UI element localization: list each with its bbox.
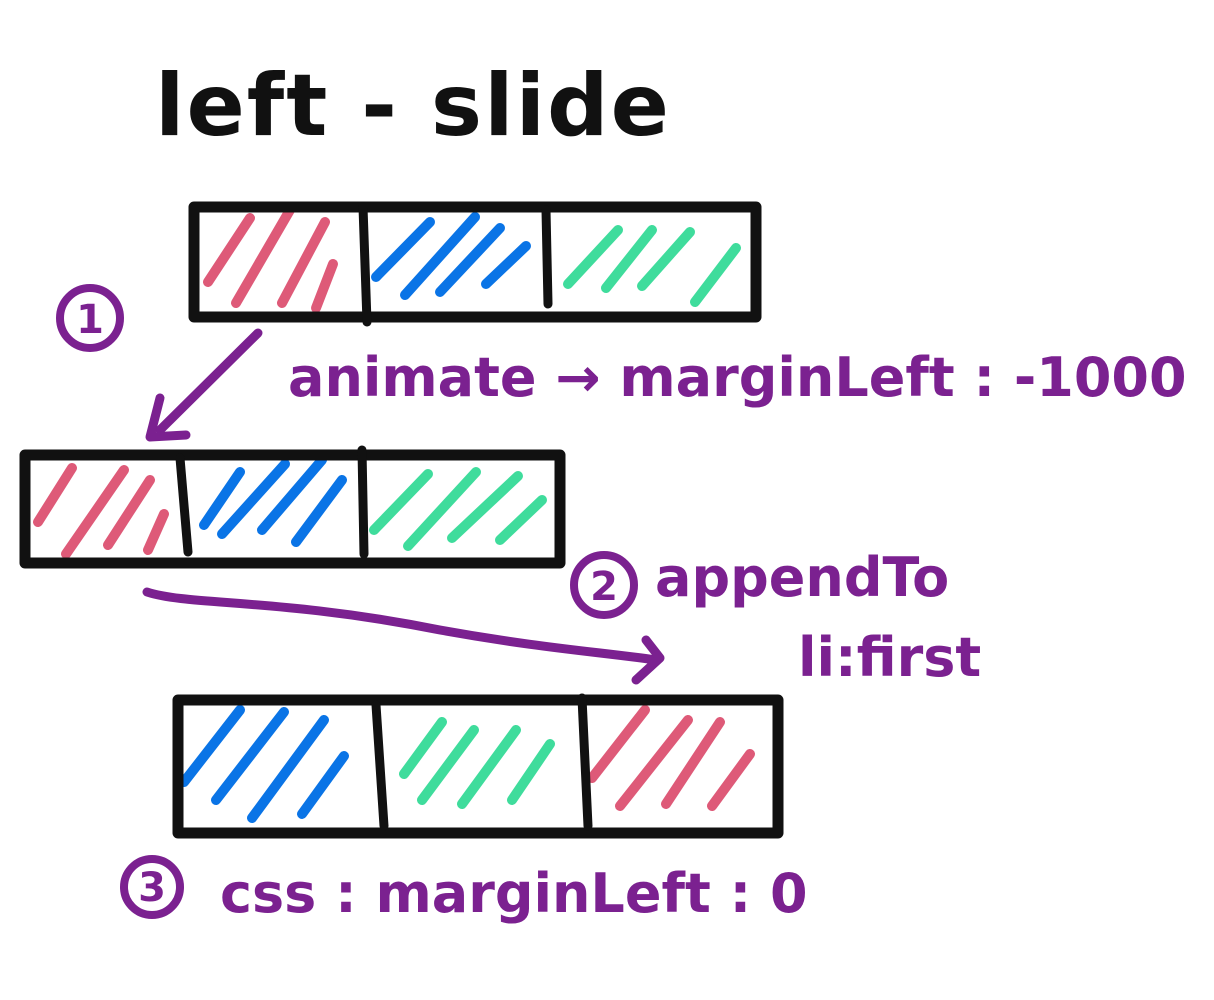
strip-initial-slide-2-blue — [371, 212, 531, 300]
strip-reordered-slide-2-green — [399, 717, 555, 809]
strip-shifted — [19, 445, 566, 569]
strip-initial — [188, 201, 762, 327]
strip-initial-frame — [188, 201, 762, 323]
step-3-badge-number: 3 — [138, 865, 166, 911]
step-2-label-line-2: li:first — [798, 626, 981, 689]
diagram-title: left - slide — [155, 56, 671, 156]
strip-reordered-slide-3-red — [587, 705, 755, 811]
strip-shifted-slide-1-red — [33, 463, 169, 559]
step-1-label: animate → marginLeft : -1000 — [288, 346, 1187, 409]
strip-initial-divider-1 — [358, 202, 372, 327]
strip-shifted-divider-2 — [357, 445, 369, 559]
step-2-badge-number: 2 — [590, 564, 618, 610]
strip-initial-divider-2 — [541, 205, 553, 309]
strip-shifted-slide-2-blue — [199, 455, 347, 547]
strip-initial-slide-3-green — [563, 225, 741, 307]
strip-reordered-divider-2 — [577, 693, 593, 831]
step-1-badge: 1 — [56, 284, 124, 352]
strip-reordered-divider-1 — [371, 700, 389, 831]
step-3-label: css : marginLeft : 0 — [220, 862, 808, 925]
step-1-arrow — [145, 328, 263, 442]
step-3-badge: 3 — [120, 855, 184, 919]
strip-reordered-slide-1-blue — [179, 705, 349, 823]
strip-reordered-frame — [172, 694, 784, 839]
strip-shifted-frame — [19, 449, 566, 569]
step-2-label: appendTo — [655, 546, 949, 609]
step-1-badge-number: 1 — [76, 297, 104, 343]
strip-shifted-divider-1 — [175, 453, 193, 557]
strip-shifted-slide-3-green — [369, 467, 547, 551]
strip-initial-slide-1-red — [203, 205, 338, 313]
strip-reordered — [172, 693, 784, 839]
step-2-arrow — [142, 587, 665, 685]
step-2-badge: 2 — [570, 551, 638, 619]
